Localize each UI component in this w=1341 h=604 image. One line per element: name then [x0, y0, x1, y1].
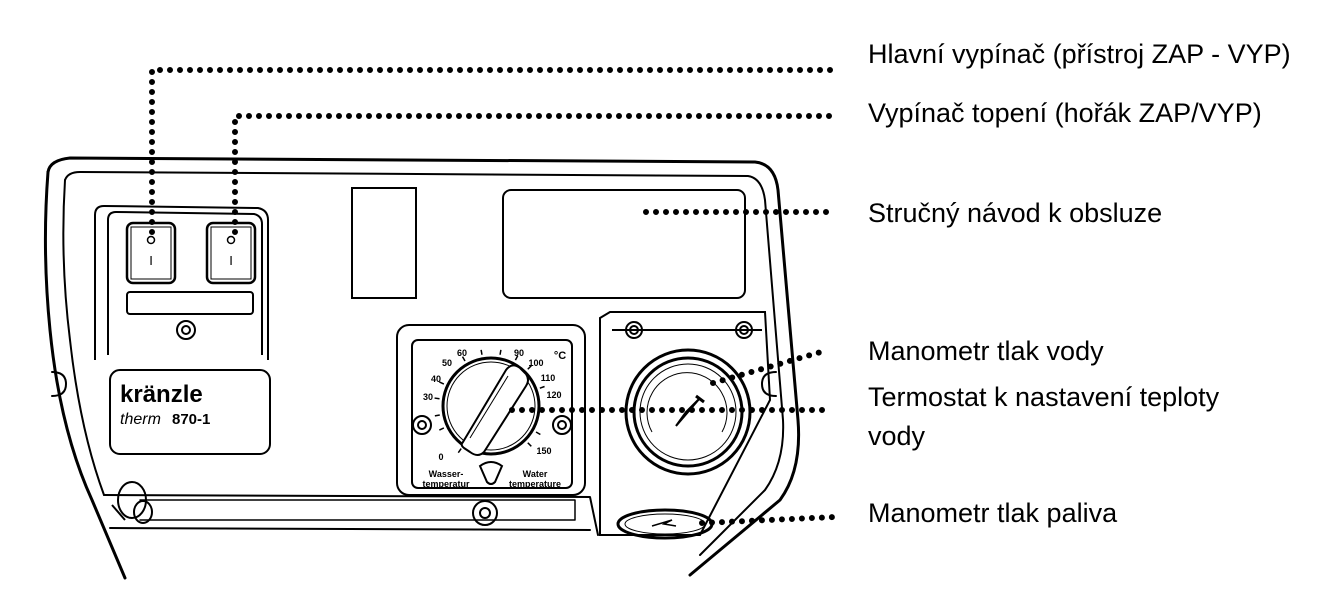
callout-heating-switch: Vypínač topení (hořák ZAP/VYP): [868, 98, 1262, 128]
dial-tick: [527, 442, 532, 447]
thermostat-dial[interactable]: [441, 356, 541, 456]
callout-main-switch: Hlavní vypínač (přístroj ZAP - VYP): [868, 39, 1291, 69]
heating-switch[interactable]: I: [205, 221, 257, 285]
leader-water-gauge: [710, 347, 831, 386]
switch-panel: [94, 204, 269, 360]
dial-tick: [514, 355, 519, 361]
dial-tick: [439, 381, 445, 385]
dial-tick: [461, 356, 466, 362]
dial-tick: [457, 448, 462, 454]
dial-tick: [499, 349, 502, 355]
dial-tick: [527, 365, 532, 370]
dial-tick-labels: 0 30 40 50 60 90 100 110 120 150 °C: [423, 348, 566, 462]
switch-off-mark: [146, 235, 156, 245]
dial-scale: [434, 349, 545, 454]
brand-logo: kränzle: [120, 381, 203, 408]
device-housing: [43, 156, 801, 580]
dial-tick-label: 150: [536, 446, 551, 456]
switch-on-mark: I: [149, 253, 153, 268]
dial-label-de-2: temperatur: [422, 479, 470, 489]
switch-on-mark: I: [229, 253, 233, 268]
dial-tick-label: 60: [457, 348, 467, 358]
model-script: therm: [120, 411, 161, 428]
fuel-pressure-gauge: [616, 508, 714, 540]
dial-label-de-1: Wasser-: [429, 469, 464, 479]
dial-label-en-2: temperature: [509, 479, 561, 489]
dial-caption: Wasser- temperatur Water temperature: [422, 461, 561, 489]
model-number: 870-1: [172, 411, 210, 428]
callout-quick-guide: Stručný návod k obsluze: [868, 198, 1163, 228]
dial-label-en-1: Water: [523, 469, 548, 479]
dial-tick: [539, 385, 545, 389]
dial-tick-label: 40: [431, 374, 441, 384]
dial-tick: [439, 427, 445, 431]
drain-knob: [111, 481, 153, 524]
dial-tick-label: 110: [541, 373, 556, 383]
gauge-panel: [599, 311, 772, 536]
leader-fuel-gauge: [699, 514, 838, 526]
brand-plate: kränzle therm 870-1: [109, 369, 271, 455]
switch-off-mark: [226, 235, 236, 245]
dial-tick-label: 0: [438, 452, 443, 462]
dial-tick-label: 30: [423, 392, 433, 402]
callout-fuel-gauge: Manometr tlak paliva: [868, 498, 1118, 528]
dial-tick: [434, 414, 440, 417]
callout-thermostat-line1: Termostat k nastavení teploty: [868, 382, 1220, 412]
dial-pointer: [478, 461, 504, 485]
dial-tick: [434, 397, 440, 400]
dial-tick-label: 90: [514, 348, 524, 358]
dial-tick-label: 120: [546, 390, 561, 400]
leader-heating-switch: [232, 113, 835, 235]
dial-tick: [535, 431, 541, 436]
dial-tick: [480, 349, 483, 355]
dial-tick-label: 100: [528, 358, 543, 368]
callout-thermostat-line2: vody: [868, 421, 926, 451]
dial-tick-label: 50: [442, 358, 452, 368]
leader-lines: [149, 67, 838, 526]
leader-main-switch: [149, 67, 835, 235]
callout-water-gauge: Manometr tlak vody: [868, 336, 1104, 366]
quick-guide-plate: [502, 189, 746, 299]
dial-unit: °C: [554, 350, 566, 362]
indicator-window: [351, 187, 417, 299]
